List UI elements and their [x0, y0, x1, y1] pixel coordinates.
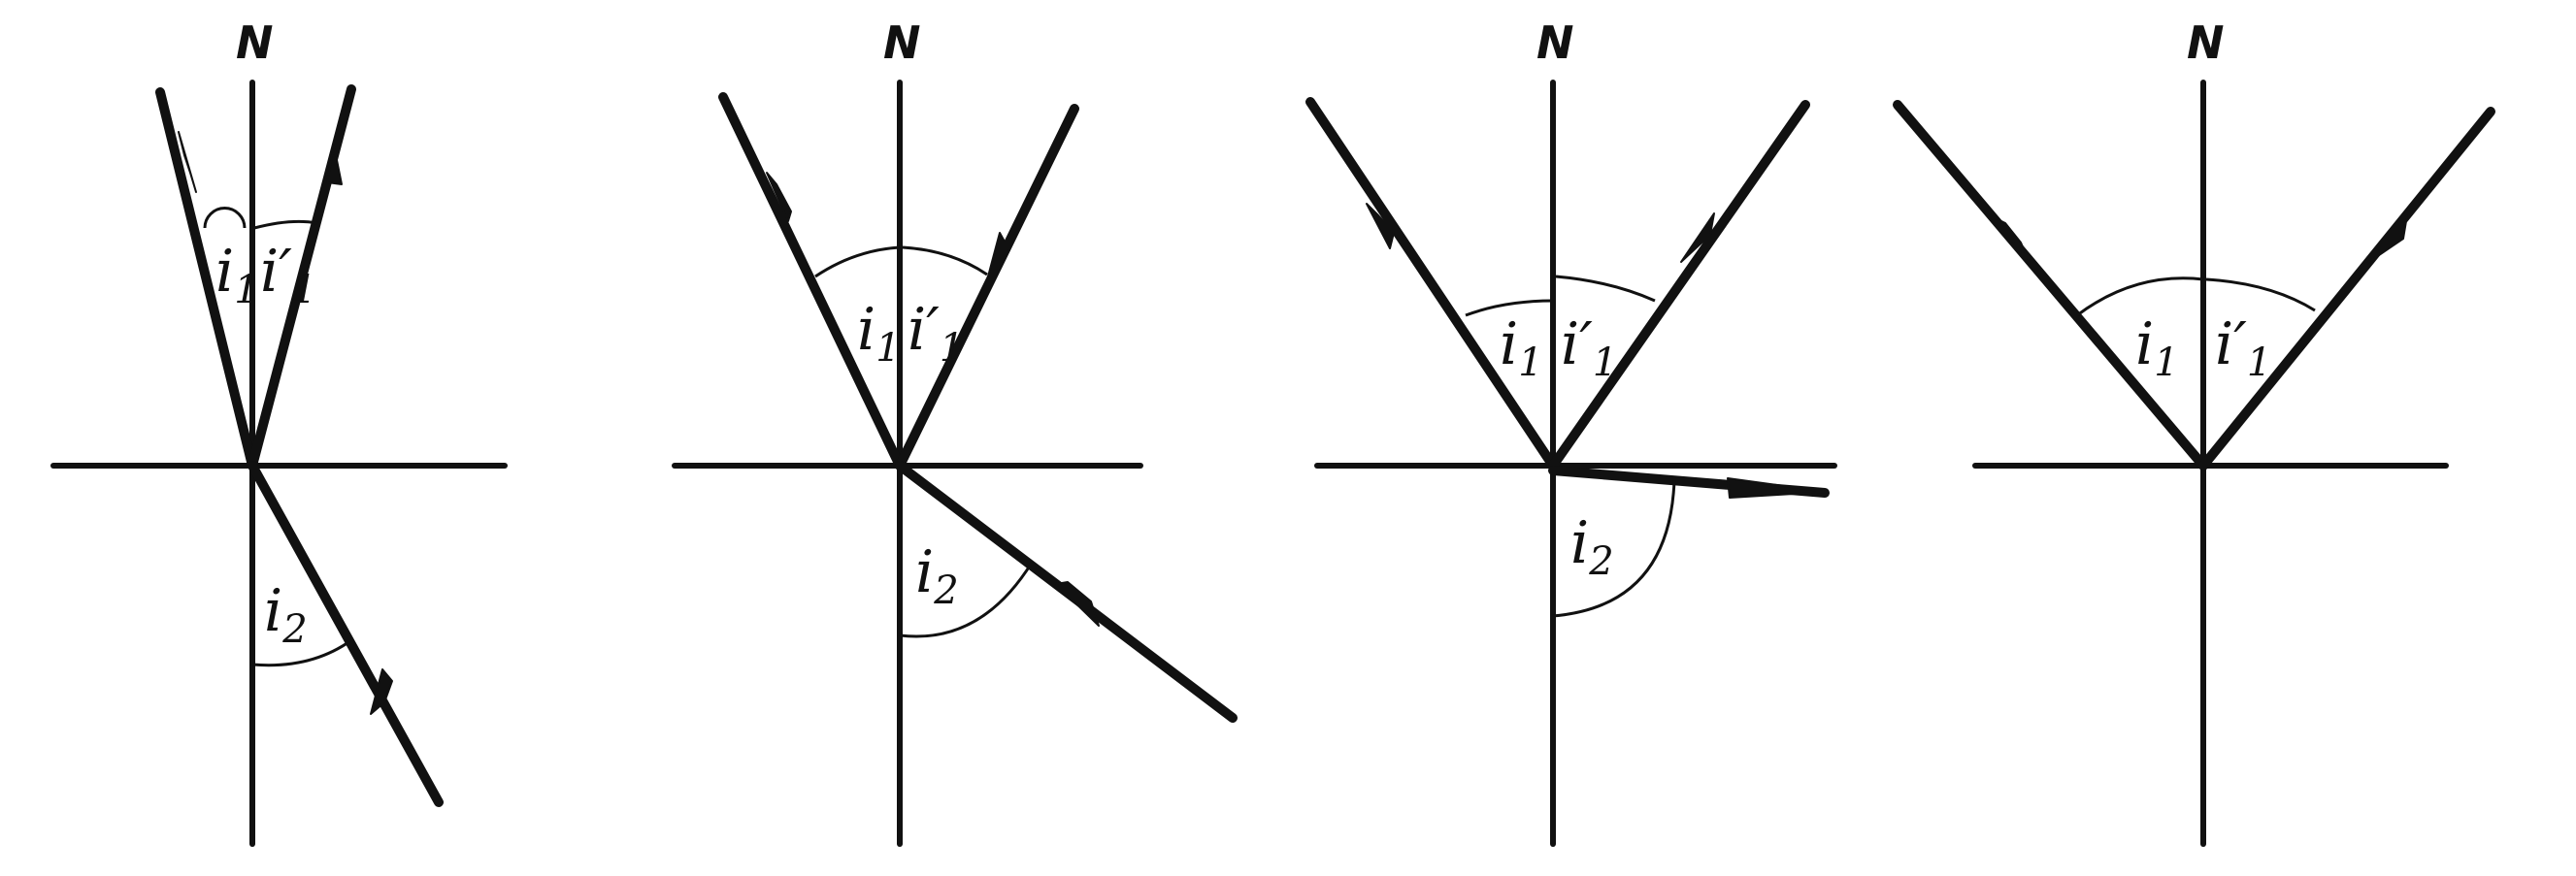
- reflected-angle-label: i′1: [2215, 310, 2271, 385]
- normal-label: N: [883, 16, 921, 69]
- reflected-angle-label: i′1: [1561, 310, 1617, 385]
- incident-angle-arc: [2076, 276, 2204, 317]
- refracted-ray: [248, 461, 444, 807]
- incident-angle-label: i1: [857, 296, 901, 371]
- incident-angle-label: i1: [1500, 310, 1543, 385]
- reflected-arrow-icon: [326, 145, 343, 185]
- normal-label: N: [236, 16, 274, 69]
- normal-label: N: [1536, 16, 1574, 69]
- refracted-angle-label: i2: [264, 577, 308, 652]
- incident-arrow-icon: [766, 172, 792, 222]
- incident-angle-arc: [814, 245, 901, 278]
- reflected-angle-label: i′1: [908, 296, 964, 371]
- incident-ray: [718, 92, 905, 470]
- incident-angle-label: i1: [215, 238, 259, 312]
- reflected-angle-label: i′1: [260, 238, 316, 312]
- diagram-3: i1 i′1 i2 N: [1305, 16, 1837, 847]
- reflected-arrow-icon: [2360, 214, 2408, 269]
- incident-ray: [1893, 100, 2208, 470]
- incident-ray: [1305, 97, 1558, 470]
- reflected-angle-arc: [902, 245, 988, 276]
- refracted-angle-label: i2: [915, 538, 959, 613]
- incident-arrow-icon: [1989, 214, 2030, 261]
- incident-angle-arc: [203, 207, 247, 229]
- incident-angle-label: i1: [2135, 310, 2179, 385]
- diagram-2: i1 i′1 i2 N: [672, 16, 1238, 847]
- refracted-arrow-icon: [1055, 581, 1100, 627]
- normal-label: N: [2187, 16, 2225, 69]
- reflected-ray: [895, 104, 1079, 470]
- refracted-angle-arc: [1552, 479, 1676, 618]
- reflected-ray: [2198, 107, 2495, 470]
- reflected-ray: [1548, 100, 1810, 470]
- reflected-angle-arc: [1555, 275, 1656, 303]
- reflected-angle-arc: [253, 219, 318, 230]
- incident-arrow-icon: [1366, 203, 1395, 249]
- refracted-angle-arc: [899, 562, 1034, 638]
- incident-angle-arc: [1465, 299, 1554, 317]
- incident-ray: [155, 87, 257, 470]
- refracted-angle-arc: [251, 638, 352, 667]
- refracted-arrow-icon: [1727, 477, 1828, 499]
- diagram-1: i1 i′1 i2 N: [50, 16, 508, 847]
- reflected-angle-arc: [2205, 277, 2316, 312]
- diagram-4: i1 i′1 N: [1893, 16, 2495, 847]
- reflected-arrow-icon: [1680, 212, 1715, 263]
- incident-arrow-icon: [178, 131, 197, 193]
- reflected-arrow-icon: [987, 232, 1010, 277]
- refracted-arrow-icon: [370, 668, 393, 715]
- refracted-angle-label: i2: [1570, 509, 1614, 584]
